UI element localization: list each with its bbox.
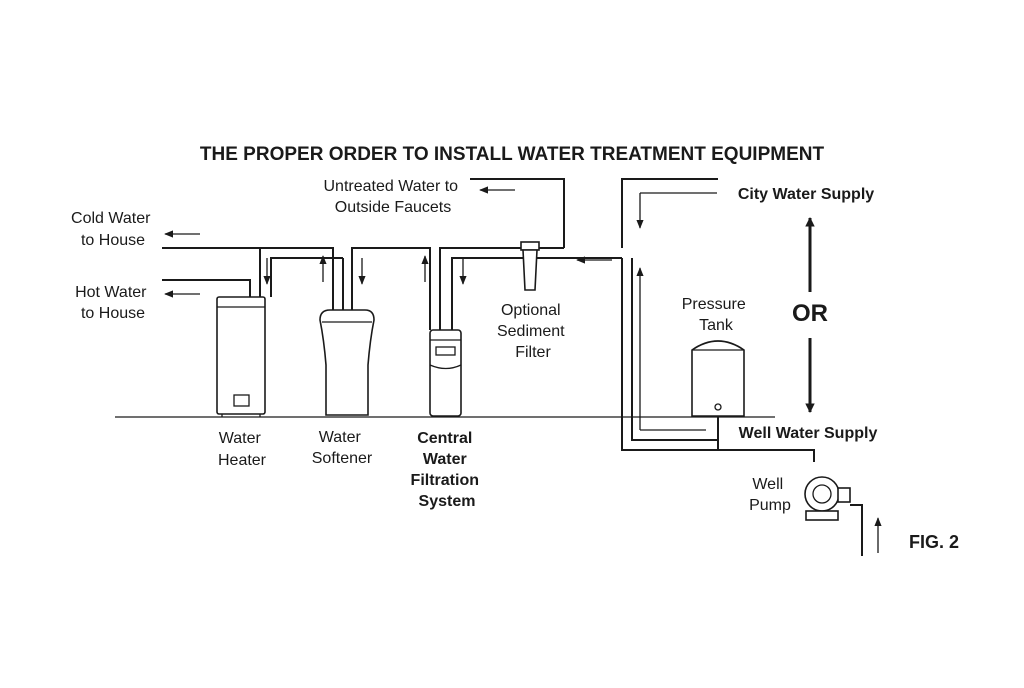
pressure-tank xyxy=(691,340,745,417)
water-softener xyxy=(319,309,375,416)
or-label: OR xyxy=(792,300,828,327)
central-filtration-label: Central Water Filtration System xyxy=(411,430,484,510)
well-water-supply-label: Well Water Supply xyxy=(739,425,878,442)
well-pump-label: Well Pump xyxy=(749,476,791,514)
sediment-filter-label: Optional Sediment Filter xyxy=(497,302,569,361)
water-heater xyxy=(216,296,266,417)
sediment-filter xyxy=(520,241,540,291)
pressure-tank-label: Pressure Tank xyxy=(682,296,750,334)
flow-arrows xyxy=(164,186,882,553)
diagram-title: THE PROPER ORDER TO INSTALL WATER TREATM… xyxy=(200,144,825,165)
pipe-network xyxy=(162,178,815,462)
cold-water-label: Cold Water to House xyxy=(71,210,155,249)
city-water-supply-label: City Water Supply xyxy=(738,186,874,203)
central-filtration-system xyxy=(429,329,462,417)
untreated-water-label: Untreated Water to Outside Faucets xyxy=(323,178,462,216)
water-softener-label: Water Softener xyxy=(312,429,373,467)
water-heater-label: Water Heater xyxy=(218,430,267,469)
well-pump xyxy=(804,476,863,556)
hot-water-label: Hot Water to House xyxy=(75,284,151,322)
figure-label: FIG. 2 xyxy=(909,532,959,552)
